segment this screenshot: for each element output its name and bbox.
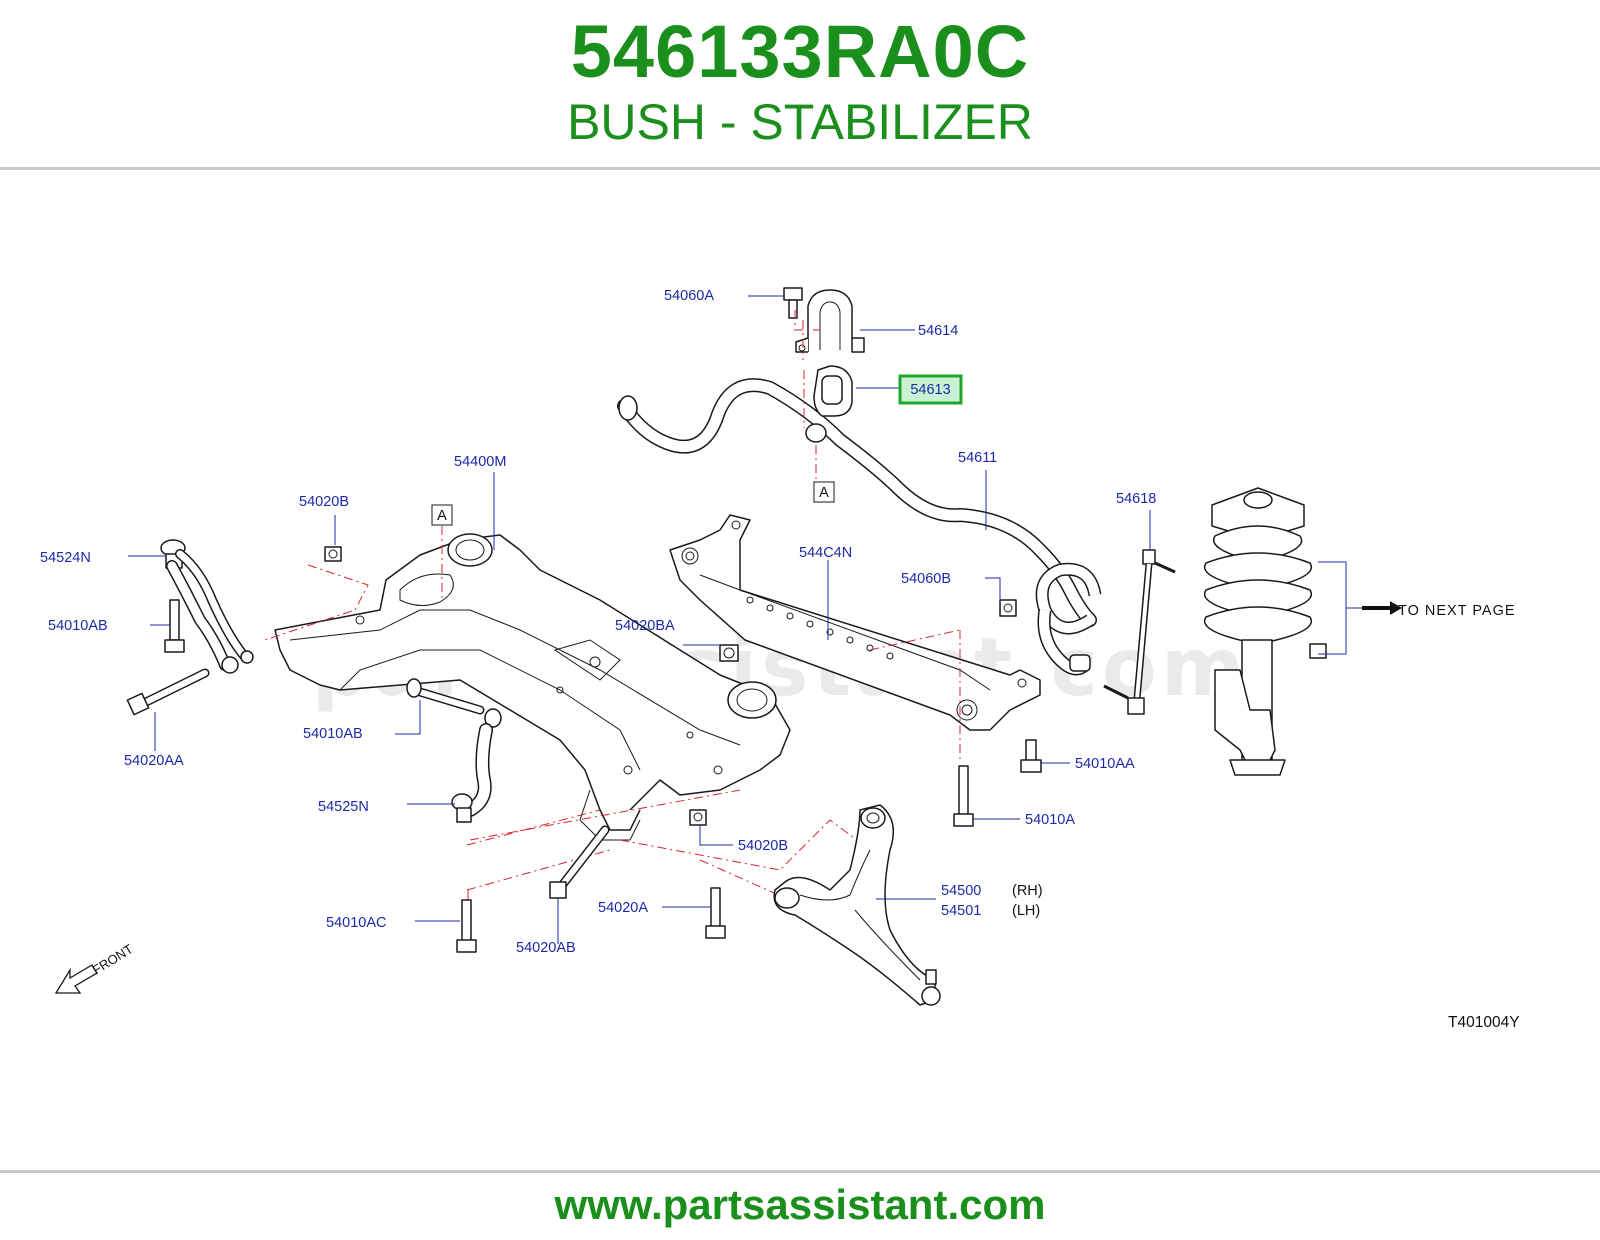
label-54020AB[interactable]: 54020AB (516, 940, 576, 956)
ref-marker-a-right: A (819, 485, 829, 501)
label-54500[interactable]: 54500 (941, 883, 981, 899)
rear-link-54524N-part (160, 539, 254, 674)
strut-bracket-line (1318, 561, 1362, 655)
nut-54020B-bottom-part (689, 809, 707, 826)
bolt-54010AB-left-part (164, 599, 185, 653)
stabilizer-clamp-part (795, 289, 865, 353)
parts-diagram: partsassistant.com A (40, 287, 1520, 1031)
left-dash-line (264, 564, 369, 641)
bolt-54010A-part (953, 765, 974, 827)
nut-54020BA-part (719, 644, 739, 662)
label-54010AB-mid[interactable]: 54010AB (303, 726, 363, 742)
label-54020AA[interactable]: 54020AA (124, 753, 184, 769)
label-rh: (RH) (1012, 883, 1043, 899)
ref-marker-a-right-box (813, 481, 835, 503)
bush-alignment-line (802, 320, 817, 480)
bolt-54020A-part (705, 887, 726, 939)
bolt-54010AC-part (456, 899, 477, 953)
label-54020B-top[interactable]: 54020B (299, 494, 349, 510)
clamp-bolt-part (783, 287, 803, 319)
next-page-label[interactable]: TO NEXT PAGE (1398, 603, 1516, 619)
page-header: 546133RA0C BUSH - STABILIZER (0, 0, 1600, 168)
mid-dash-lines (466, 789, 871, 871)
label-54020A[interactable]: 54020A (598, 900, 648, 916)
clamp-alignment-line (794, 310, 820, 331)
right-dash-lines (869, 629, 961, 760)
stabilizer-bar-part (617, 378, 1102, 676)
part-number-title: 546133RA0C (570, 10, 1030, 93)
bolt-54020AB-part (549, 825, 610, 899)
stabilizer-link-part (1103, 549, 1176, 715)
label-54400M[interactable]: 54400M (454, 454, 506, 470)
label-54611[interactable]: 54611 (958, 450, 997, 466)
footer-divider (0, 1170, 1600, 1173)
label-54010AA[interactable]: 54010AA (1075, 756, 1135, 772)
label-54613-highlighted[interactable]: 54613 (910, 382, 950, 398)
front-strut-assembly-part (1203, 487, 1327, 776)
label-54020B-bottom[interactable]: 54020B (738, 838, 788, 854)
label-54060A[interactable]: 54060A (664, 288, 714, 304)
front-crossmember-part (274, 533, 791, 841)
lower-dash-lines (466, 849, 791, 901)
bolt-54010AB-mid-part (406, 678, 485, 715)
ref-marker-a-left: A (437, 508, 447, 524)
label-54525N[interactable]: 54525N (318, 799, 369, 815)
front-label: FRONT (90, 941, 136, 977)
label-54010A[interactable]: 54010A (1025, 812, 1075, 828)
label-54020BA[interactable]: 54020BA (615, 618, 675, 634)
label-544C4N[interactable]: 544C4N (799, 545, 852, 561)
next-page-arrow-icon (1390, 601, 1402, 615)
label-54524N[interactable]: 54524N (40, 550, 91, 566)
label-54060B[interactable]: 54060B (901, 571, 951, 587)
member-stay-part (669, 514, 1041, 731)
label-lh: (LH) (1012, 903, 1040, 919)
leader-lines (128, 295, 1151, 944)
highlight-54613-box (898, 374, 963, 405)
label-54010AB-left[interactable]: 54010AB (48, 618, 108, 634)
label-54010AC[interactable]: 54010AC (326, 915, 386, 931)
bolt-54020AA-part (126, 668, 210, 716)
label-54501[interactable]: 54501 (941, 903, 981, 919)
ref-marker-a-left-box (431, 504, 453, 526)
header-divider (0, 167, 1600, 170)
figure-code: T401004Y (1448, 1014, 1520, 1031)
label-54618[interactable]: 54618 (1116, 491, 1156, 507)
footer-website-link[interactable]: www.partsassistant.com (554, 1181, 1046, 1228)
nut-54060B-part (999, 599, 1017, 617)
stabilizer-bush-part (805, 365, 853, 443)
front-link-54525N-part (451, 708, 502, 823)
label-54614[interactable]: 54614 (918, 323, 958, 339)
bolt-54010AA-part (1020, 739, 1042, 773)
front-direction-arrow-icon (54, 964, 98, 994)
lower-control-arm-part (773, 804, 941, 1006)
part-name-subtitle: BUSH - STABILIZER (567, 94, 1033, 150)
nut-54020B-top-part (324, 546, 342, 562)
